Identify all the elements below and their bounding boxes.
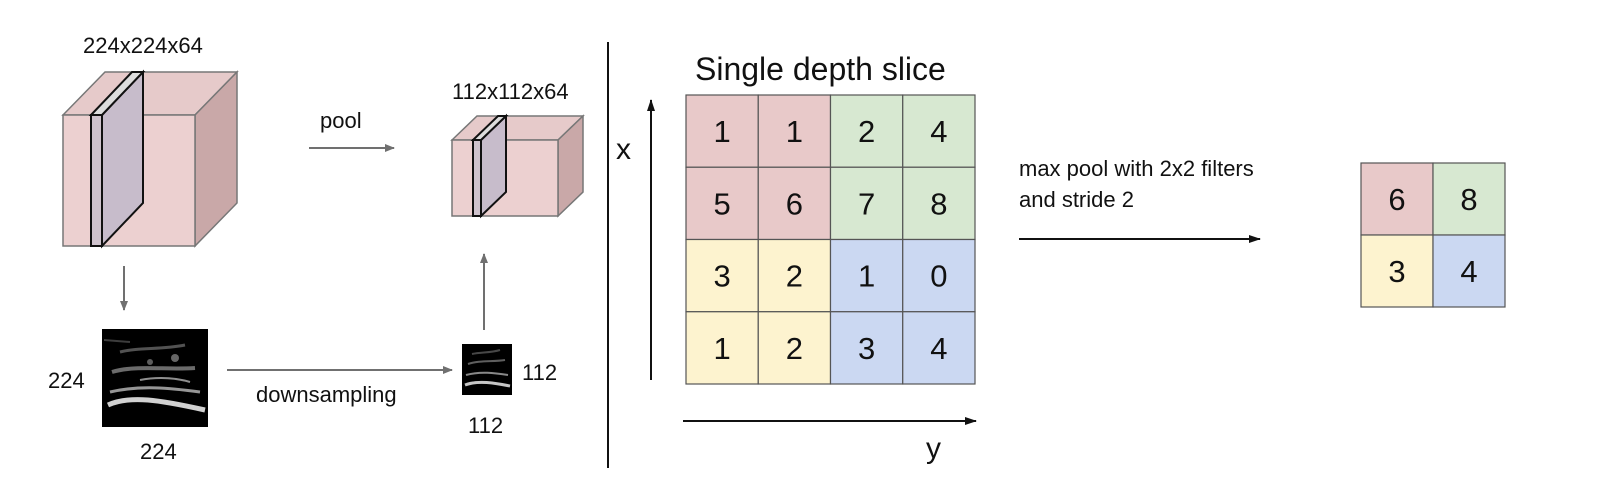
downsampling-label: downsampling [256, 382, 397, 407]
input-grid-value: 2 [858, 114, 875, 149]
input-grid-cell [902, 238, 976, 313]
result-grid-cell [1360, 234, 1434, 308]
max-pool-label-line1: max pool with 2x2 filters [1019, 156, 1254, 181]
input-grid-cell [829, 311, 904, 385]
depth-slice-title: Single depth slice [695, 51, 946, 87]
result-grid-cell [1360, 162, 1434, 236]
input-grid: 1 1 2 4 5 6 7 8 3 2 1 0 1 2 3 4 [685, 94, 976, 385]
input-slice-height-label: 224 [48, 368, 85, 393]
output-volume-label: 112x112x64 [452, 79, 569, 104]
small-slice-front [472, 139, 482, 217]
input-grid-cell [829, 94, 904, 168]
depth-slice-front [90, 114, 103, 247]
input-grid-value: 1 [786, 114, 803, 149]
input-slice-width-label: 224 [140, 439, 177, 464]
input-grid-cell [902, 311, 976, 385]
output-slice-image [462, 344, 512, 395]
input-grid-value: 2 [786, 259, 803, 294]
input-grid-cell [902, 166, 976, 241]
output-volume-cube [450, 113, 585, 219]
input-grid-cell [757, 311, 832, 385]
result-grid: 6 8 3 4 [1360, 162, 1506, 308]
result-grid-value: 3 [1388, 254, 1405, 289]
input-grid-cell [829, 166, 904, 241]
input-slice-image [102, 329, 208, 427]
output-slice-width-label: 112 [468, 413, 503, 438]
input-grid-cell [685, 311, 759, 385]
x-axis-label: x [616, 133, 631, 166]
result-grid-cell [1432, 234, 1506, 308]
result-grid-value: 8 [1460, 182, 1477, 217]
result-grid-value: 6 [1388, 182, 1405, 217]
input-volume-label: 224x224x64 [83, 33, 203, 58]
input-grid-value: 4 [930, 114, 947, 149]
input-grid-cell [757, 166, 832, 241]
input-grid-cell [685, 238, 759, 313]
input-grid-value: 0 [930, 259, 947, 294]
max-pool-label-line2: and stride 2 [1019, 187, 1134, 212]
input-volume-cube [61, 69, 239, 249]
input-grid-value: 1 [858, 259, 875, 294]
output-slice-height-label: 112 [522, 360, 557, 385]
result-grid-cell [1432, 162, 1506, 236]
input-grid-value: 3 [858, 331, 875, 366]
input-grid-value: 7 [858, 186, 875, 221]
input-grid-cell [902, 94, 976, 168]
input-grid-value: 1 [714, 331, 731, 366]
input-grid-value: 3 [714, 259, 731, 294]
input-grid-value: 2 [786, 331, 803, 366]
input-grid-value: 4 [930, 331, 947, 366]
y-axis-label: y [926, 432, 941, 465]
pool-label: pool [320, 108, 362, 133]
input-grid-value: 5 [714, 186, 731, 221]
input-grid-cell [829, 238, 904, 313]
input-grid-value: 1 [714, 114, 731, 149]
input-grid-cell [685, 166, 759, 241]
result-grid-value: 4 [1460, 254, 1477, 289]
input-grid-value: 8 [930, 186, 947, 221]
input-grid-value: 6 [786, 186, 803, 221]
